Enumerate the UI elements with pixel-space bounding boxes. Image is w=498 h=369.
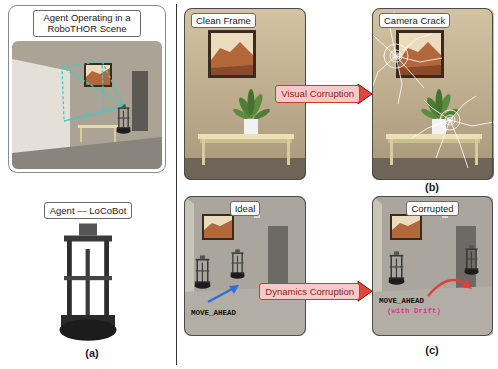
scene-illustration [12,41,162,169]
scene-illustration-part [12,41,162,169]
drift-motion-image-part [464,245,478,274]
cracked-frame-image [372,8,494,180]
panel-divider [175,0,178,369]
cracked-frame-image-part [450,120,494,126]
drift-motion-image-part [461,279,472,289]
panel-heading: Camera Crack [379,13,450,28]
corruption-label: Visual Corruption [275,85,360,102]
agent-label-box: Agent — LoCoBot [44,202,133,219]
ideal-motion-image-part [194,255,210,288]
image-panel: Camera Crack [372,8,493,180]
action-name: MOVE_AHEAD [191,309,236,318]
scene-illustration-part [132,71,148,131]
scene-illustration-part [62,61,123,121]
ideal-motion-image-part [229,285,239,294]
cracked-frame-image-part [445,115,455,125]
cracked-frame-image-part [372,8,494,180]
drift-motion-image-part [388,251,404,284]
panel-letter: (c) [425,344,438,357]
corruption-label: Dynamics Corruption [259,283,360,300]
scene-illustration-part [80,128,82,142]
cracked-frame-image-part [372,8,494,180]
scene-panel: Agent Operating in a RoboTHOR Scene [8,5,166,173]
ideal-motion-image-part [184,196,306,336]
cracked-frame-image-part [372,12,494,168]
cracked-frame-image-part [412,120,450,138]
drift-motion-image-part [372,196,493,336]
locobot-illustration [58,222,118,344]
scene-illustration-part [78,125,118,128]
scene-illustration-part [116,104,130,133]
scene-illustration-part [114,128,116,142]
panel-letter: (a) [85,347,98,360]
ideal-motion-image-part [230,249,244,278]
panel-heading: Agent Operating in a RoboTHOR Scene [33,10,141,37]
panel-letter: (b) [425,181,439,194]
node-label: Agent — LoCoBot [50,205,127,216]
scene-illustration-part [86,65,110,85]
panel-heading: Ideal [230,201,261,216]
cracked-frame-image-part [450,120,468,168]
action-note: (with Drift) [387,307,441,316]
image-panel: IdealMOVE_AHEAD [184,196,306,336]
ideal-motion-image-part [184,196,306,336]
panel-divider-part [176,4,177,365]
drift-motion-image-part [372,196,493,336]
cracked-frame-image-part [390,50,402,62]
cracked-frame-image-part [440,110,460,130]
scene-illustration-part [12,137,162,169]
image-panel: CorruptedMOVE_AHEAD(with Drift) [372,196,493,336]
locobot-illustration-part [60,224,117,341]
drift-motion-image-part [428,280,466,296]
cracked-frame-image-part [447,117,454,124]
ideal-motion-image-part [208,289,232,302]
panel-heading: Corrupted [406,201,458,216]
scene-illustration-part [86,68,110,85]
cracked-frame-image-part [384,44,408,68]
scene-illustration-part [12,41,162,169]
cracked-frame-image-part [436,120,450,158]
cracked-frame-image-part [396,56,402,104]
cracked-frame-image-part [392,52,400,60]
cracked-frame-image-part [396,56,442,62]
scene-illustration-part [102,61,123,105]
panel-heading: Clean Frame [191,13,256,28]
action-name: MOVE_AHEAD [379,297,424,306]
scene-illustration-part [64,105,123,121]
